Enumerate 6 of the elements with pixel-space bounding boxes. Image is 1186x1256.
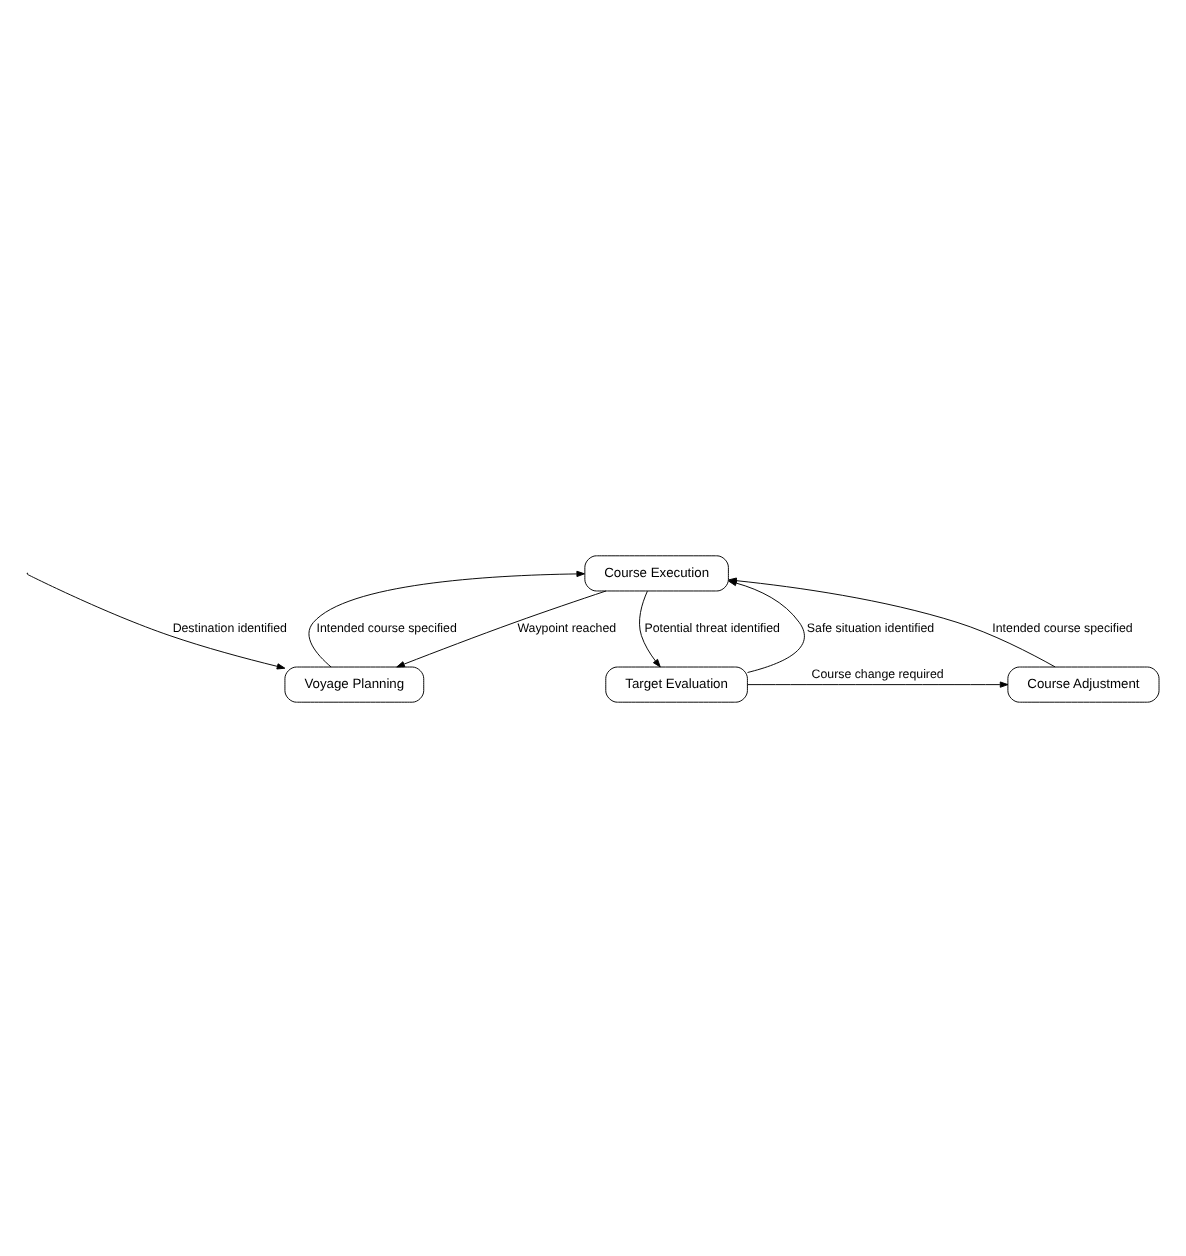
arrow — [26, 572, 286, 669]
arrow — [639, 589, 661, 667]
arrow — [747, 680, 1009, 687]
arrow — [728, 579, 805, 672]
arrow — [308, 569, 585, 667]
arrow — [396, 589, 607, 667]
